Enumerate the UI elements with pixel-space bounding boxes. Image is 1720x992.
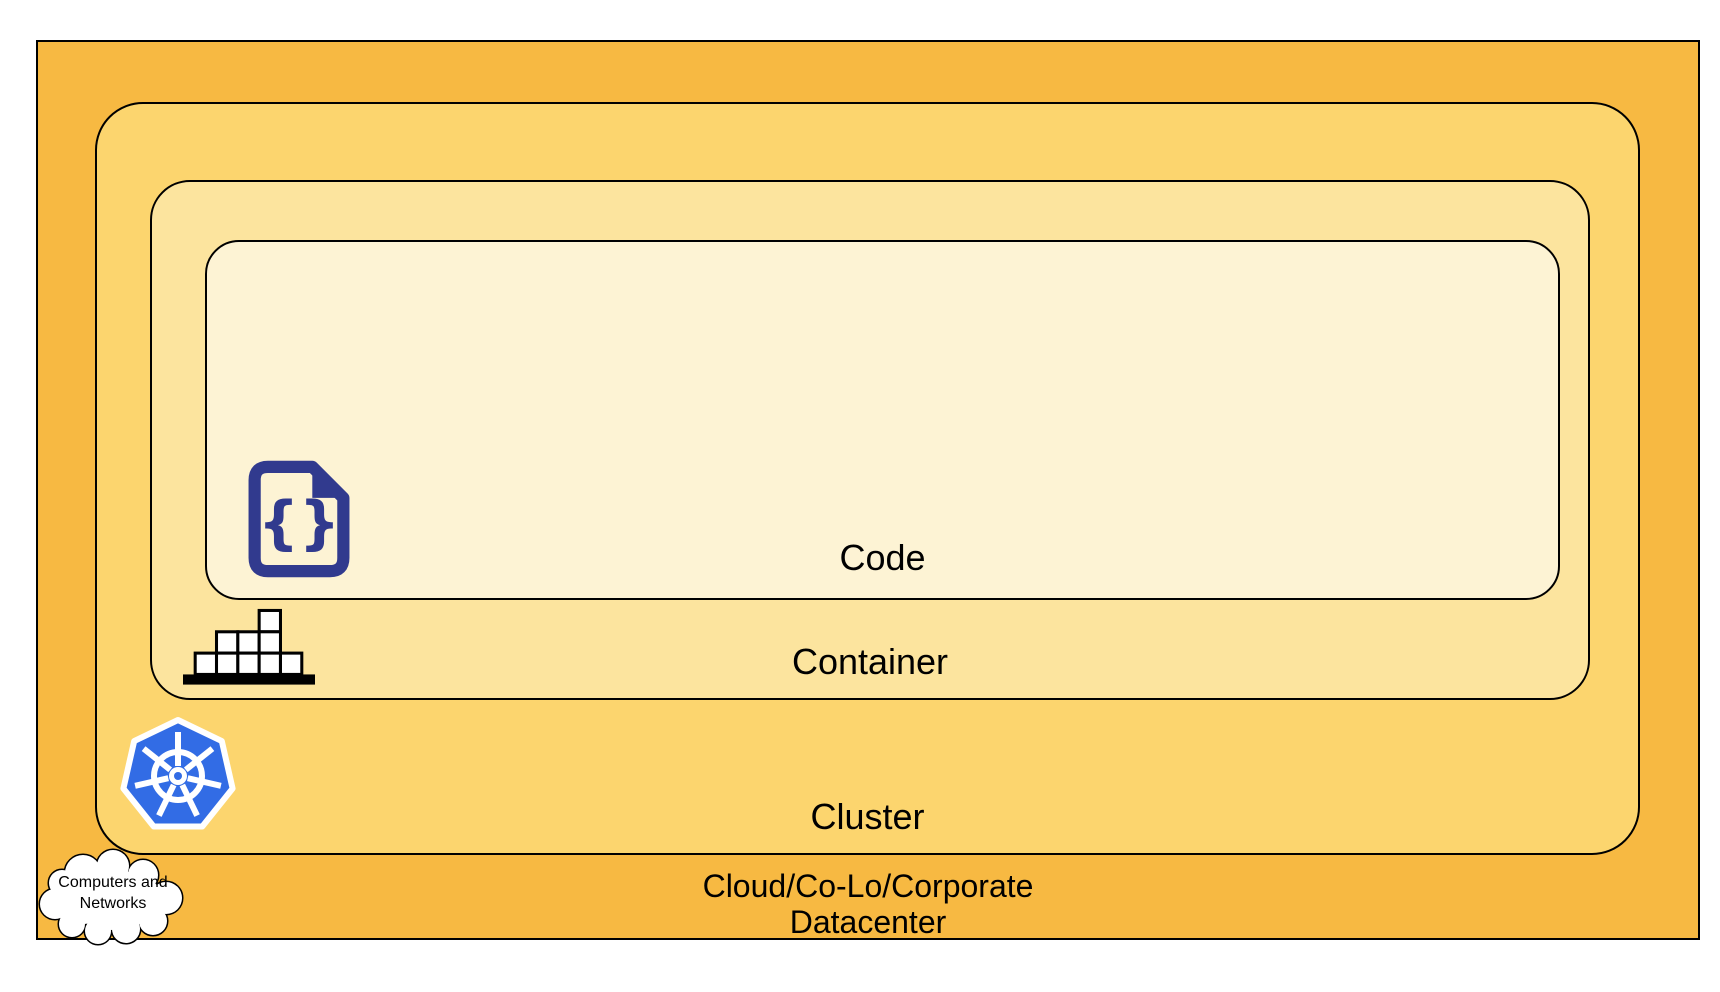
container-label: Container	[791, 641, 949, 682]
kubernetes-helm-svg	[120, 717, 236, 830]
cloud-label-line2: Networks	[79, 895, 147, 912]
helm-spoke-6	[134, 775, 169, 789]
box-mid-3	[257, 630, 282, 655]
code-file-icon: {}	[243, 458, 355, 580]
datacenter-label-line2: Datacenter	[789, 904, 947, 940]
box-bot-4	[257, 651, 282, 676]
container-boxes-icon	[183, 606, 315, 686]
cloud-label: Computers and Networks	[38, 872, 188, 914]
kubernetes-helm-icon	[118, 712, 238, 836]
code-file-icon-svg: {}	[248, 460, 350, 578]
code-label: Code	[839, 537, 926, 578]
container-boxes-svg	[183, 608, 315, 685]
box-bot-5	[278, 651, 304, 676]
cloud-label-line1: Computers and	[58, 874, 168, 891]
helm-hub-center	[174, 772, 182, 780]
computers-networks-cloud-icon: Computers and Networks	[38, 848, 188, 948]
container-base-bar	[183, 674, 315, 685]
helm-spoke-3	[187, 775, 222, 789]
box-mid-1	[214, 630, 240, 655]
cloud-shape-svg	[38, 848, 184, 946]
helm-spoke-2	[183, 746, 215, 773]
box-bot-2	[214, 651, 240, 676]
box-top	[257, 608, 282, 634]
box-bot-1	[193, 651, 219, 676]
datacenter-label: Cloud/Co-Lo/Corporate Datacenter	[36, 868, 1700, 940]
cluster-label: Cluster	[810, 796, 925, 837]
helm-spoke-5	[156, 783, 177, 817]
layer-code	[205, 240, 1560, 600]
code-braces-glyph: {}	[258, 488, 340, 556]
helm-spoke-7	[141, 746, 173, 773]
code-file-fold	[312, 464, 346, 498]
datacenter-label-line1: Cloud/Co-Lo/Corporate	[702, 868, 1034, 904]
helm-spoke-4	[179, 783, 200, 817]
code-file-outline	[248, 460, 350, 578]
box-mid-2	[236, 630, 261, 655]
box-bot-3	[236, 651, 261, 676]
